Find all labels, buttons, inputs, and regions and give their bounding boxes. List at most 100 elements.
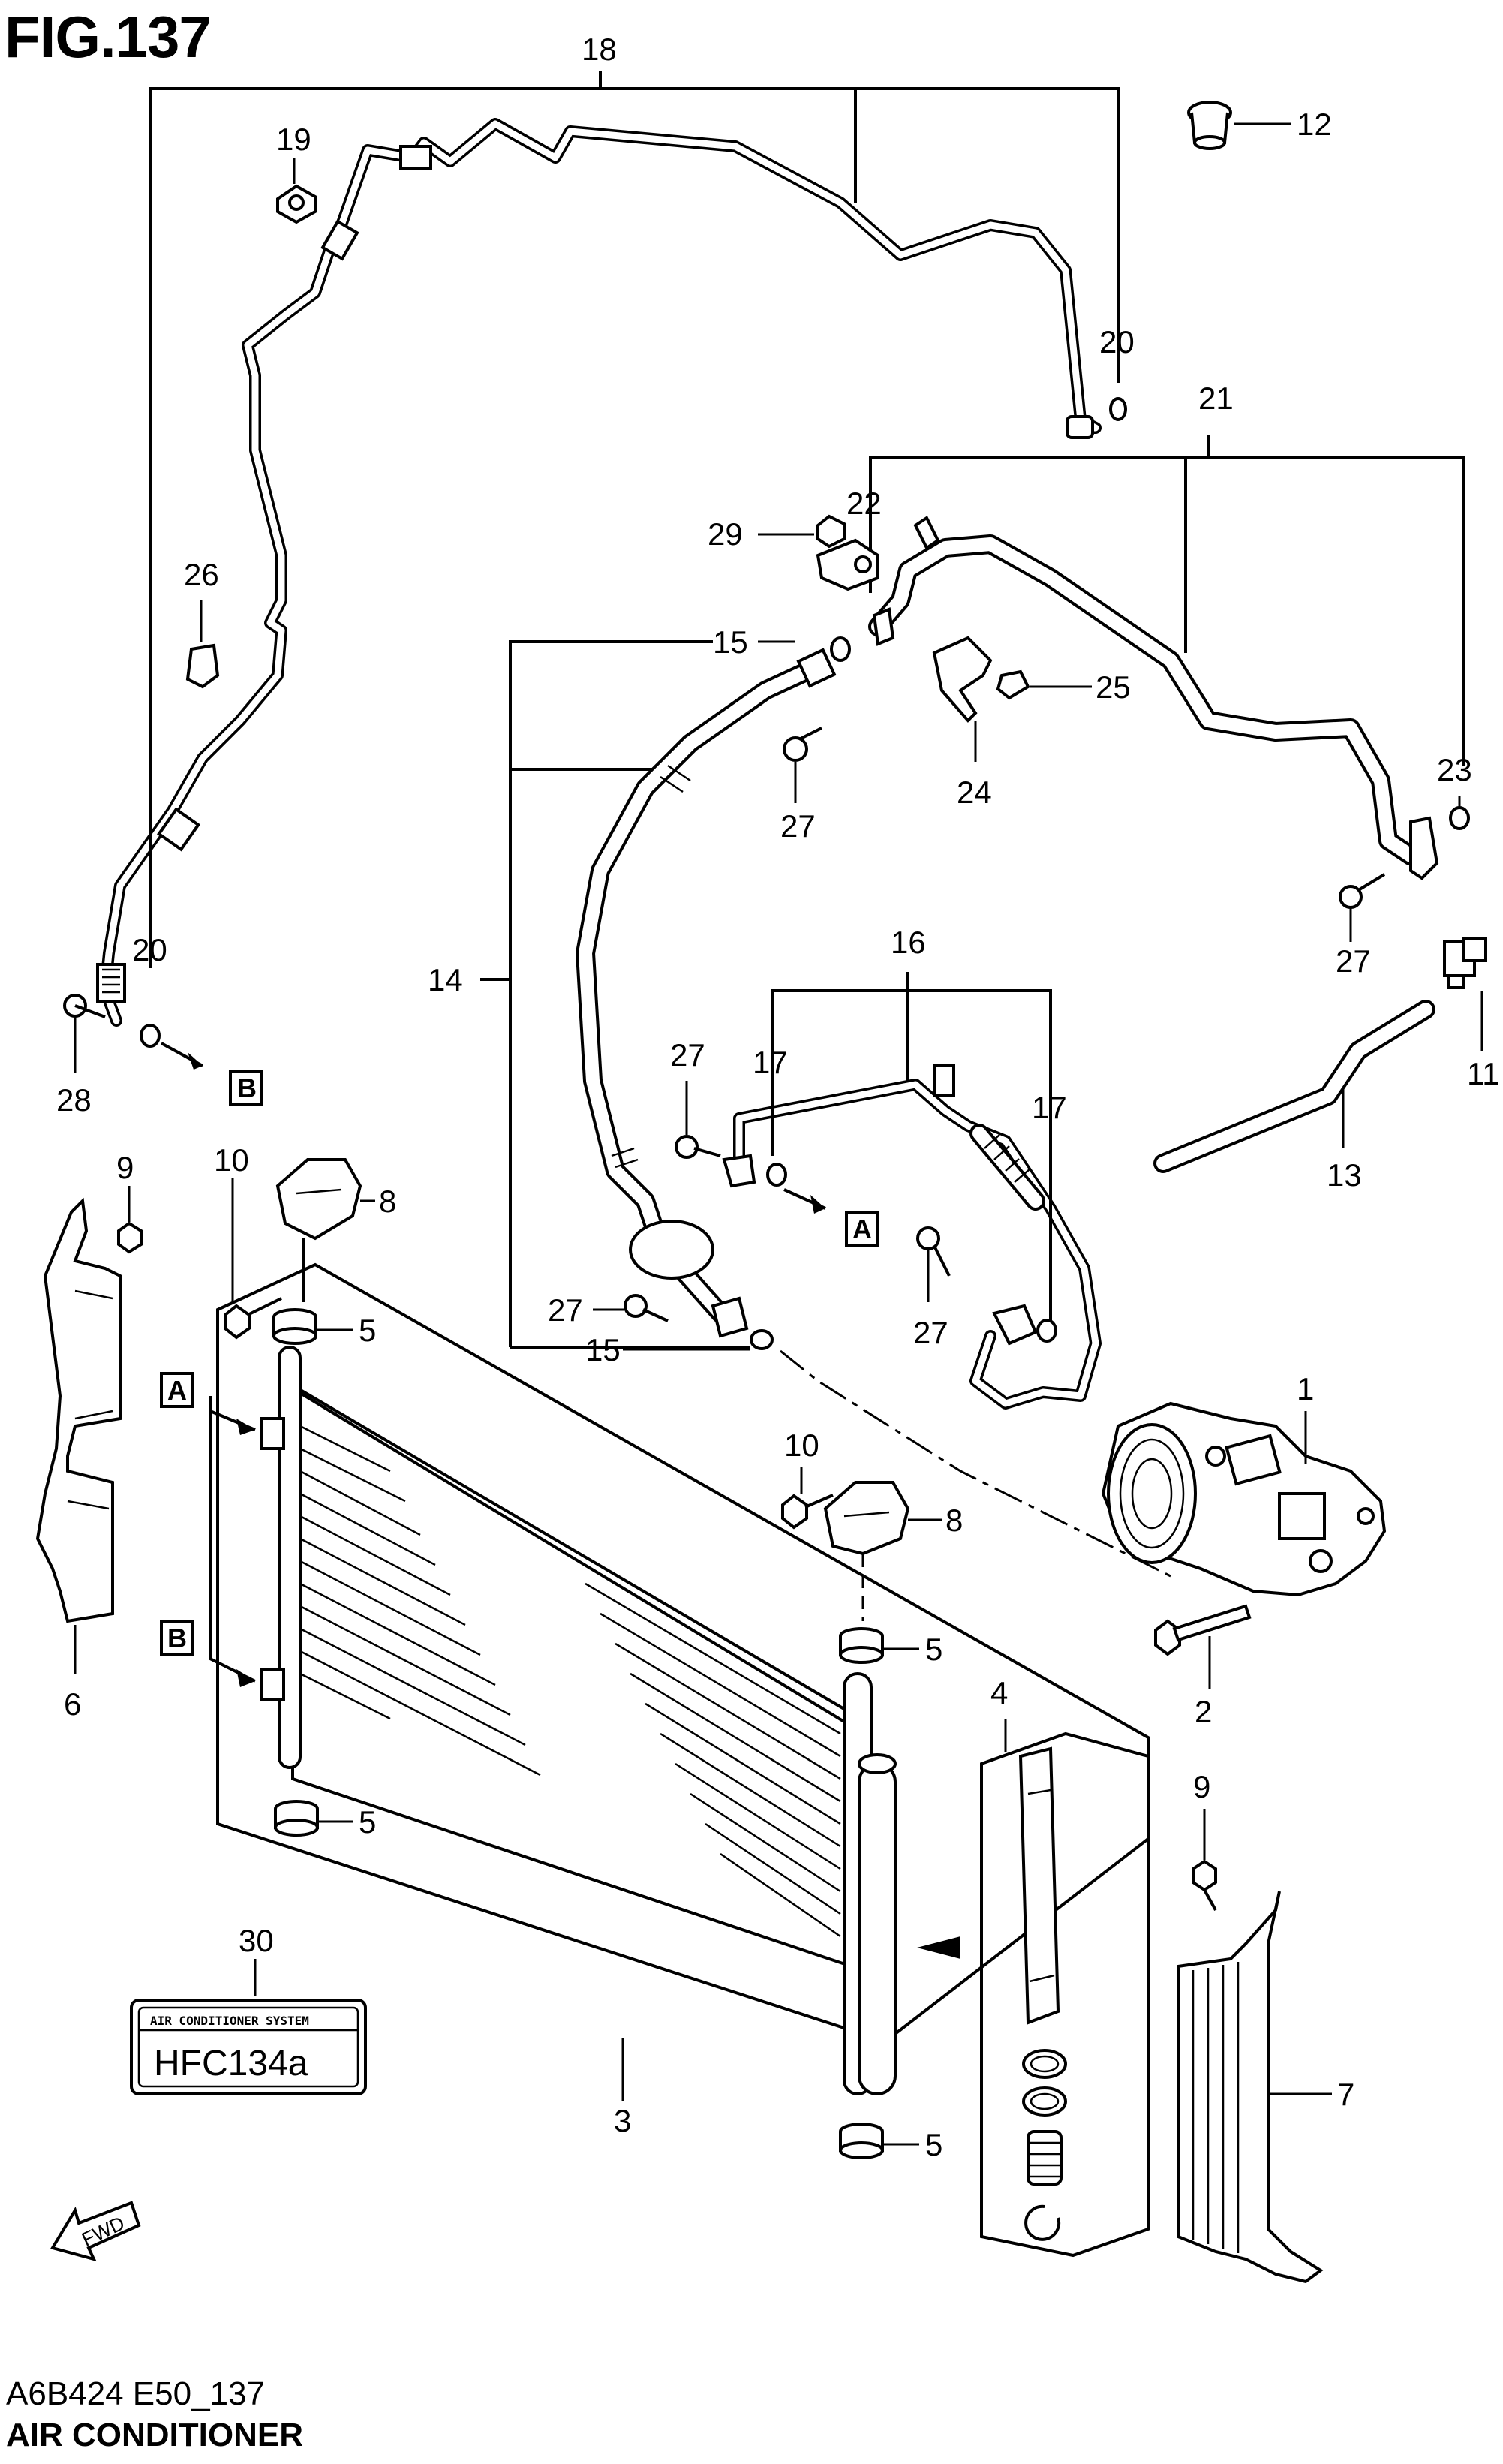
part-15-oring-top[interactable] (830, 636, 851, 662)
fwd-arrow-icon: FWD (50, 2201, 141, 2262)
figure-name: AIR CONDITIONER (6, 2417, 303, 2453)
callout-5-b: 5 (925, 1632, 942, 1667)
callout-8-top: 8 (379, 1184, 396, 1219)
part-28-bolt[interactable] (63, 994, 106, 1018)
callout-27-top: 27 (780, 808, 816, 844)
part-23-oring[interactable] (1449, 806, 1470, 830)
part-5-cushion-d[interactable] (839, 2123, 884, 2159)
part-6-seal[interactable] (35, 1197, 122, 1623)
part-9-bolt-right[interactable] (1192, 1859, 1217, 1911)
part-5-cushion-b[interactable] (839, 1627, 884, 1664)
part-17-oring-right[interactable] (1036, 1319, 1057, 1343)
callout-20-left: 20 (132, 932, 167, 967)
part-12-cap[interactable] (1187, 101, 1232, 150)
callout-5-d: 5 (925, 2127, 942, 2162)
callout-6: 6 (64, 1686, 81, 1722)
callout-8-mid: 8 (945, 1503, 963, 1538)
part-27-bolt-compressor[interactable] (916, 1226, 951, 1277)
part-18-pipe[interactable] (96, 118, 1102, 1027)
callout-28: 28 (56, 1082, 92, 1118)
part-15-oring-bottom[interactable] (750, 1329, 774, 1350)
part-8-bracket-top[interactable] (275, 1158, 362, 1241)
ref-box-b-left: B (167, 1623, 187, 1653)
part-14-hose[interactable] (576, 648, 837, 1338)
part-27-bolt-right[interactable] (1339, 873, 1386, 909)
part-13-drain-hose[interactable] (1153, 1000, 1435, 1173)
part-10-bolt-top[interactable] (224, 1297, 282, 1340)
reference-arrow-icon (188, 1052, 203, 1070)
callout-27-right: 27 (1336, 943, 1371, 979)
part-25-clip[interactable] (996, 669, 1030, 700)
part-30-label: AIR CONDITIONER SYSTEM HFC134a (130, 1999, 367, 2095)
callout-30: 30 (239, 1923, 274, 1958)
callout-22: 22 (846, 486, 882, 521)
callout-2: 2 (1195, 1694, 1212, 1729)
reference-arrow-icon (236, 1419, 255, 1435)
callout-29: 29 (708, 516, 743, 552)
part-1-compressor[interactable] (1101, 1401, 1387, 1597)
label-30-system: AIR CONDITIONER SYSTEM (150, 2014, 309, 2028)
callout-20-top: 20 (1099, 324, 1135, 360)
part-16-pipe[interactable] (722, 1064, 1102, 1410)
reference-arrow-icon (810, 1195, 825, 1214)
callout-17-left: 17 (753, 1045, 788, 1080)
part-7-seal[interactable] (1177, 1891, 1324, 2284)
callout-11: 11 (1467, 1056, 1500, 1091)
callout-15-bottom: 15 (585, 1332, 621, 1367)
part-19-nut[interactable] (276, 184, 317, 224)
part-27-bolt-top[interactable] (783, 727, 822, 762)
callout-17-right: 17 (1032, 1090, 1067, 1125)
callout-21: 21 (1198, 381, 1234, 416)
callout-5-c: 5 (359, 1804, 376, 1840)
part-8-bracket-mid[interactable] (823, 1481, 910, 1556)
part-5-cushion-c[interactable] (274, 1800, 319, 1837)
callout-27-compressor: 27 (913, 1315, 948, 1350)
callout-23: 23 (1437, 752, 1472, 787)
callout-16: 16 (891, 925, 926, 960)
part-27-bolt-lower[interactable] (624, 1294, 669, 1322)
callout-18: 18 (582, 32, 617, 67)
part-10-bolt-mid[interactable] (781, 1494, 834, 1530)
callout-27-mid: 27 (670, 1037, 705, 1073)
figure-code: A6B424 E50_137 (6, 2375, 265, 2412)
callout-3: 3 (614, 2103, 631, 2138)
part-26-clamp[interactable] (185, 643, 220, 689)
callout-19: 19 (276, 122, 311, 157)
callout-1: 1 (1297, 1371, 1314, 1406)
callout-12: 12 (1297, 107, 1332, 142)
callout-5-a: 5 (359, 1313, 376, 1348)
part-2-bolt[interactable] (1154, 1604, 1252, 1656)
ref-box-a-left: A (167, 1375, 187, 1406)
callout-13: 13 (1327, 1157, 1362, 1193)
callout-15-top: 15 (713, 624, 748, 660)
part-4-dryer-kit[interactable] (980, 1731, 1150, 2258)
callout-7: 7 (1337, 2077, 1354, 2112)
ref-box-a-mid: A (852, 1214, 872, 1244)
part-21-hose[interactable] (868, 516, 1439, 880)
callout-10-mid: 10 (784, 1428, 819, 1463)
part-9-bolt-left[interactable] (117, 1221, 143, 1254)
part-29-nut[interactable] (816, 514, 846, 549)
callout-10-top: 10 (214, 1142, 249, 1178)
callout-14: 14 (428, 962, 463, 997)
part-20-oring-top[interactable] (1109, 397, 1127, 421)
callout-25: 25 (1096, 669, 1131, 705)
figure-title: FIG.137 (5, 4, 212, 70)
part-5-cushion-a[interactable] (272, 1308, 317, 1345)
part-20-oring-left[interactable] (140, 1024, 161, 1048)
ref-box-b-top: B (237, 1073, 257, 1103)
part-22-bracket[interactable] (816, 538, 879, 591)
part-17-oring-left[interactable] (766, 1163, 787, 1187)
callout-27-lower: 27 (548, 1292, 583, 1328)
part-3-condenser[interactable] (216, 1262, 1150, 2095)
part-24-bracket[interactable] (932, 636, 993, 723)
reference-arrow-icon (236, 1669, 255, 1687)
callout-24: 24 (957, 775, 992, 810)
callout-9-right: 9 (1193, 1769, 1210, 1804)
part-11-switch[interactable] (1443, 937, 1487, 989)
callout-26: 26 (184, 557, 219, 592)
label-30-refrigerant: HFC134a (154, 2044, 308, 2083)
direction-marker-icon (917, 1936, 960, 1959)
part-27-bolt-mid[interactable] (675, 1135, 721, 1159)
